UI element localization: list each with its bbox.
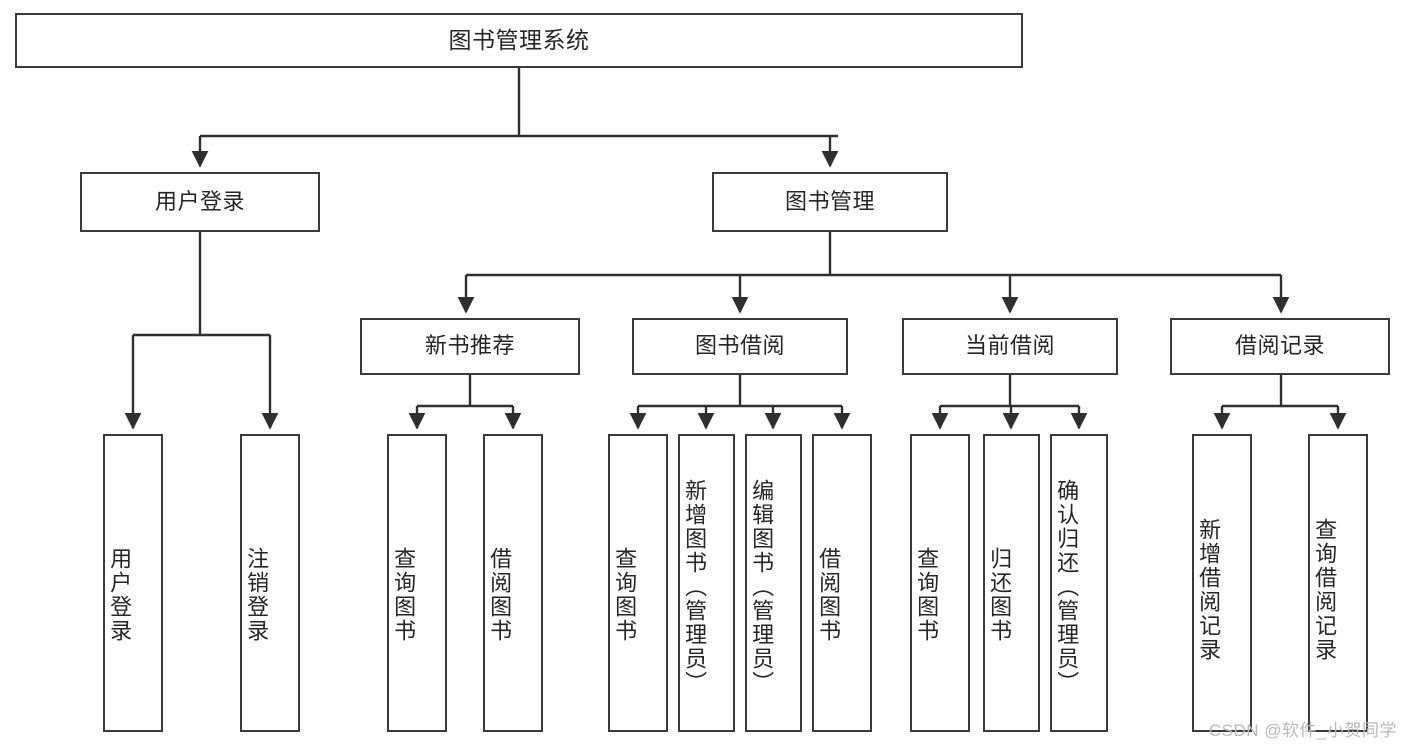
- node-new-book-recommend-label: 新书推荐: [424, 333, 515, 359]
- leaf-borrow-book-1-label: 借阅图书: [487, 547, 513, 643]
- node-borrow-record[interactable]: 借阅记录: [1170, 318, 1390, 375]
- leaf-query-book-3-label: 查询图书: [914, 547, 940, 643]
- node-book-borrow[interactable]: 图书借阅: [632, 318, 848, 375]
- leaf-query-book-1[interactable]: 查询图书: [387, 434, 447, 732]
- node-book-manage[interactable]: 图书管理: [712, 172, 948, 232]
- leaf-borrow-book-1[interactable]: 借阅图书: [483, 434, 543, 732]
- leaf-borrow-book-2-label: 借阅图书: [816, 547, 842, 643]
- node-new-book-recommend[interactable]: 新书推荐: [360, 318, 580, 375]
- leaf-add-book-admin-label: 新增图书（管理员）: [682, 479, 708, 695]
- leaf-return-book-label: 归还图书: [987, 547, 1013, 643]
- node-user-login-label: 用户登录: [154, 188, 245, 214]
- leaf-logout[interactable]: 注销登录: [240, 434, 300, 732]
- leaf-query-book-1-label: 查询图书: [391, 547, 417, 643]
- leaf-confirm-return-admin-label: 确认归还（管理员）: [1054, 479, 1080, 695]
- leaf-borrow-book-2[interactable]: 借阅图书: [812, 434, 872, 732]
- leaf-query-borrow-record[interactable]: 查询借阅记录: [1308, 434, 1368, 732]
- node-borrow-record-label: 借阅记录: [1234, 333, 1325, 359]
- leaf-add-borrow-record[interactable]: 新增借阅记录: [1192, 434, 1252, 732]
- leaf-query-borrow-record-label: 查询借阅记录: [1312, 518, 1338, 662]
- node-root-label: 图书管理系统: [448, 26, 590, 53]
- node-book-manage-label: 图书管理: [784, 188, 875, 214]
- node-book-borrow-label: 图书借阅: [694, 333, 785, 359]
- leaf-return-book[interactable]: 归还图书: [983, 434, 1040, 732]
- leaf-logout-label: 注销登录: [244, 547, 270, 643]
- node-user-login[interactable]: 用户登录: [80, 172, 320, 232]
- leaf-user-login[interactable]: 用户登录: [103, 434, 163, 732]
- leaf-query-book-2-label: 查询图书: [612, 547, 638, 643]
- leaf-user-login-label: 用户登录: [107, 547, 133, 643]
- leaf-query-book-3[interactable]: 查询图书: [910, 434, 970, 732]
- node-root[interactable]: 图书管理系统: [15, 13, 1023, 68]
- leaf-confirm-return-admin[interactable]: 确认归还（管理员）: [1050, 434, 1108, 732]
- node-current-borrow[interactable]: 当前借阅: [902, 318, 1118, 375]
- leaf-edit-book-admin[interactable]: 编辑图书（管理员）: [745, 434, 802, 732]
- node-current-borrow-label: 当前借阅: [964, 333, 1055, 359]
- leaf-add-book-admin[interactable]: 新增图书（管理员）: [678, 434, 735, 732]
- leaf-edit-book-admin-label: 编辑图书（管理员）: [749, 479, 775, 695]
- leaf-add-borrow-record-label: 新增借阅记录: [1196, 518, 1222, 662]
- csdn-watermark: CSDN @软件_小贺同学: [1208, 721, 1397, 740]
- leaf-query-book-2[interactable]: 查询图书: [608, 434, 668, 732]
